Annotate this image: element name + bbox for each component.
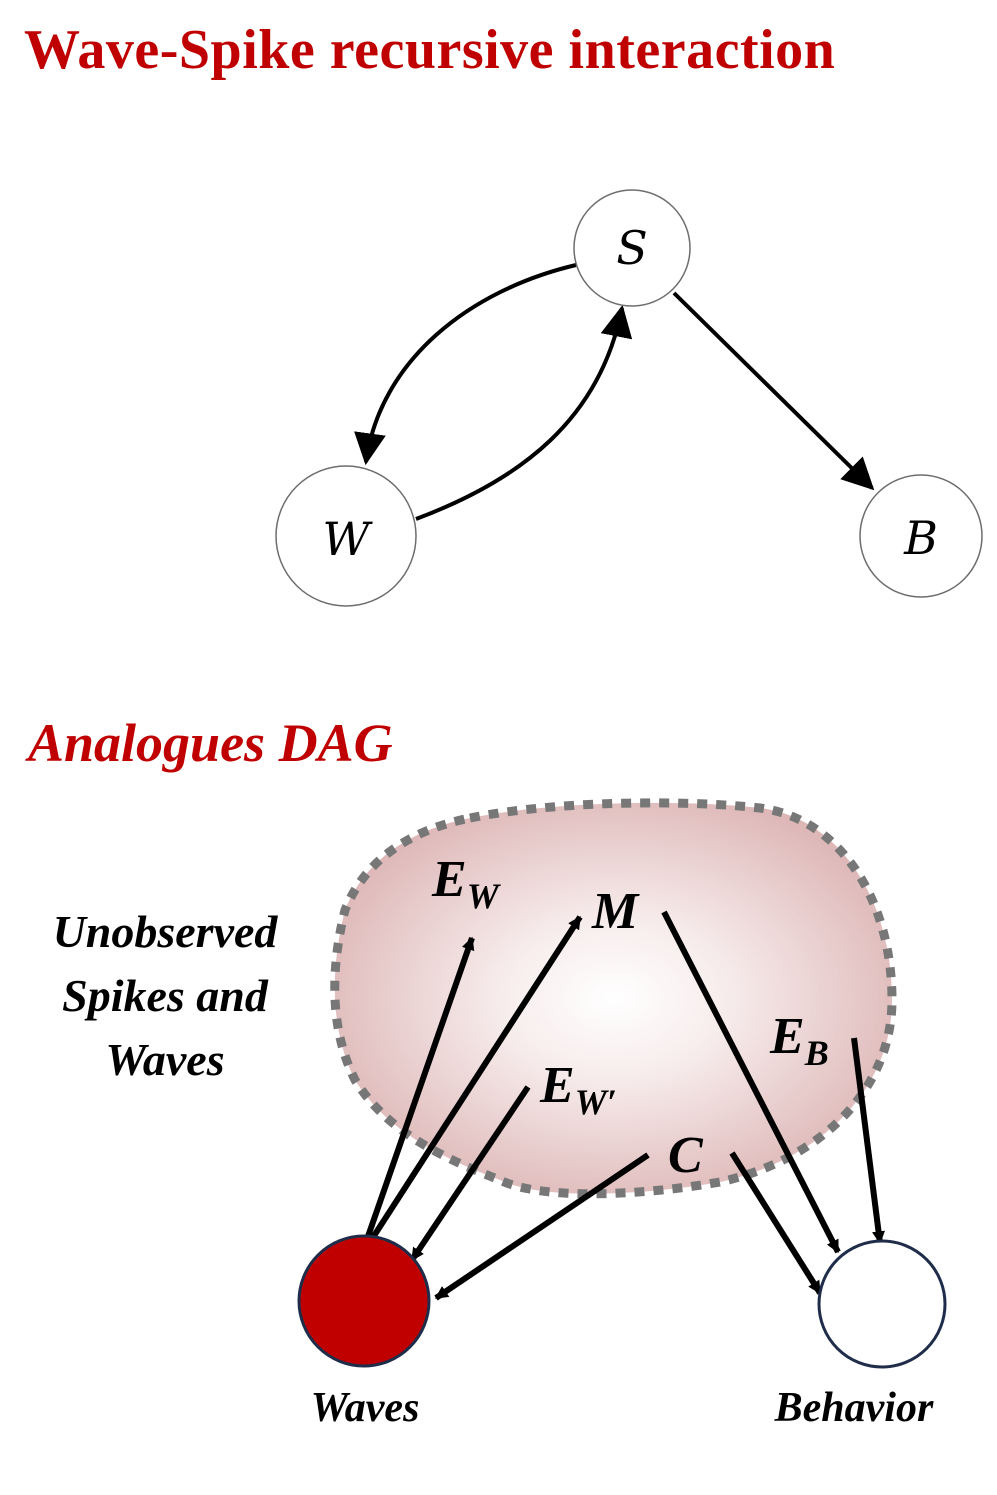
behavior-caption: Behavior <box>774 1385 934 1431</box>
edge-c-to-behavior <box>729 1151 823 1295</box>
waves-node <box>297 1234 431 1368</box>
node-b: B <box>859 474 983 598</box>
analogues-dag: EW M EB EW′ C Waves Behavior <box>297 798 947 1431</box>
unobserved-label: Unobserved Spikes and Waves <box>10 900 320 1092</box>
edge-m-to-behavior <box>661 910 841 1254</box>
latent-node-eb: EB <box>769 1008 829 1073</box>
node-w-label: W <box>322 512 373 566</box>
node-s: S <box>573 189 691 307</box>
behavior-node <box>817 1239 947 1369</box>
edge-c-to-waves <box>434 1152 650 1301</box>
edge-s-to-w <box>354 263 577 466</box>
figure-title: Wave-Spike recursive interaction <box>24 19 836 81</box>
node-s-label: S <box>616 221 648 275</box>
latent-node-ew: EW <box>431 851 502 916</box>
edge-eb-to-behavior <box>851 1037 885 1245</box>
waves-caption: Waves <box>311 1385 420 1431</box>
edge-ewprime-to-waves <box>409 1085 531 1262</box>
top-graph: S W B <box>275 189 983 607</box>
edge-s-to-b <box>672 291 875 491</box>
latent-node-ewprime: EW′ <box>539 1057 617 1122</box>
latent-node-m: M <box>591 883 640 940</box>
unobserved-line-3: Waves <box>105 1034 225 1085</box>
edge-waves-to-m <box>367 915 583 1244</box>
unobserved-line-2: Spikes and <box>62 970 268 1021</box>
node-b-label: B <box>903 511 938 565</box>
latent-node-c: C <box>668 1127 704 1184</box>
dag-subtitle: Analogues DAG <box>28 713 393 773</box>
edge-waves-to-ew <box>362 936 475 1246</box>
node-w: W <box>275 465 417 607</box>
unobserved-line-1: Unobserved <box>52 906 278 957</box>
unobserved-region <box>330 798 897 1199</box>
edge-w-to-s <box>415 304 633 521</box>
